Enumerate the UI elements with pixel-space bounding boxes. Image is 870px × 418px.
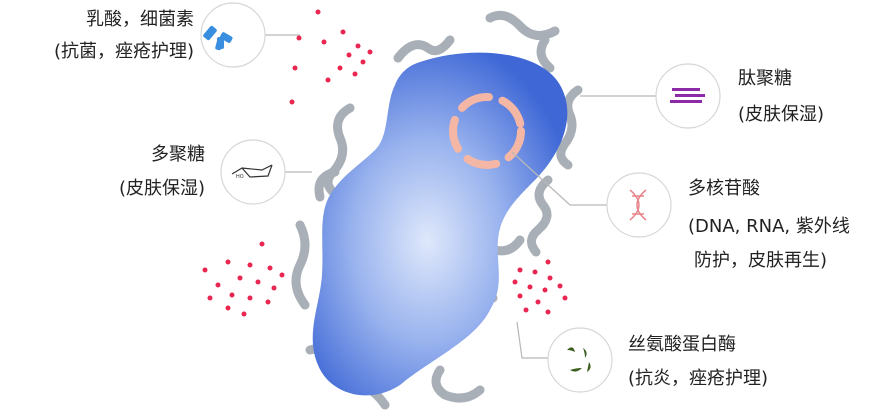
protease-title: 丝氨酸蛋白酶	[628, 334, 736, 355]
dna-helix-icon	[629, 189, 647, 221]
polysaccharide-title: 多聚糖	[151, 144, 205, 165]
svg-text:HO: HO	[236, 174, 244, 180]
connector-lines	[265, 34, 656, 359]
polysaccharide-label: 多聚糖 (皮肤保湿)	[119, 144, 205, 200]
peptidoglycan-title: 肽聚糖	[738, 68, 792, 89]
polysaccharide-icon-circle	[220, 139, 286, 205]
lactic-acid-icon-circle	[200, 2, 266, 68]
bacteria-capsule-icon	[203, 25, 233, 51]
nucleotide-subtitle-2: 防护，皮肤再生)	[694, 250, 828, 271]
lactic-acid-title: 乳酸，细菌素	[86, 9, 194, 30]
peptide-chain-icon	[670, 88, 705, 103]
enzyme-icon	[567, 347, 591, 372]
sugar-ring-icon: HO	[231, 164, 273, 180]
bacterium-cell	[312, 52, 568, 396]
protease-subtitle: (抗炎，痤疮护理)	[628, 368, 769, 389]
protease-icon-circle	[547, 327, 613, 393]
nucleotide-title: 多核苷酸	[688, 178, 760, 199]
nucleotide-subtitle: (DNA, RNA, 紫外线	[688, 216, 850, 237]
secreted-dots	[202, 9, 568, 317]
nucleotide-label: 多核苷酸 (DNA, RNA, 紫外线 防护，皮肤再生)	[688, 178, 850, 272]
polysaccharide-subtitle: (皮肤保湿)	[118, 178, 205, 199]
lactic-acid-label: 乳酸，细菌素 (抗菌，痤疮护理)	[54, 9, 194, 63]
protease-label: 丝氨酸蛋白酶 (抗炎，痤疮护理)	[628, 334, 768, 390]
lactic-acid-subtitle: (抗菌，痤疮护理)	[53, 41, 194, 62]
nucleoid-ring	[449, 93, 525, 169]
peptidoglycan-label: 肽聚糖 (皮肤保湿)	[738, 68, 824, 126]
peptidoglycan-subtitle: (皮肤保湿)	[738, 104, 825, 125]
